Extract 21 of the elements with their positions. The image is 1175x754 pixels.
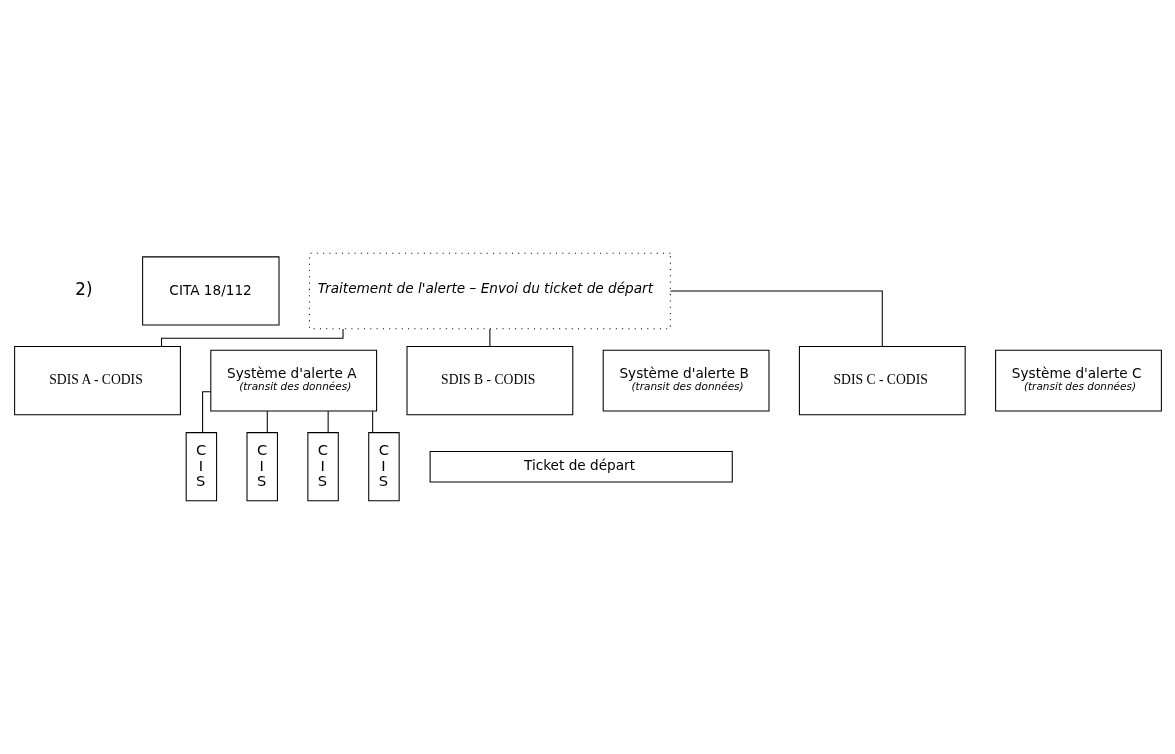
node-box: Système d'alerte C (transit des données)	[994, 349, 1162, 412]
connector	[160, 328, 344, 347]
connector	[488, 328, 490, 348]
node-box: Traitement de l'alerte – Envoi du ticket de départ	[308, 252, 671, 330]
node-box: SDIS B - CODIS	[406, 346, 573, 416]
node-box: Système d'alerte A (transit des données)	[209, 349, 377, 412]
node-box: C I S	[367, 432, 400, 502]
node-box: CITA 18/112	[141, 256, 280, 326]
node-box: C I S	[185, 432, 217, 502]
connector	[266, 410, 268, 433]
node-box: SDIS A - CODIS	[13, 346, 181, 416]
connector	[327, 410, 329, 433]
node-box: C I S	[246, 432, 278, 502]
connector	[669, 290, 883, 347]
node-box: SDIS C - CODIS	[798, 346, 966, 416]
node-box: Ticket de départ	[429, 450, 733, 483]
connector	[201, 391, 211, 433]
node-box: C I S	[306, 432, 339, 502]
node-box: Système d'alerte B (transit des données)	[602, 349, 769, 412]
connector	[371, 410, 373, 433]
label: 2)	[74, 278, 92, 299]
